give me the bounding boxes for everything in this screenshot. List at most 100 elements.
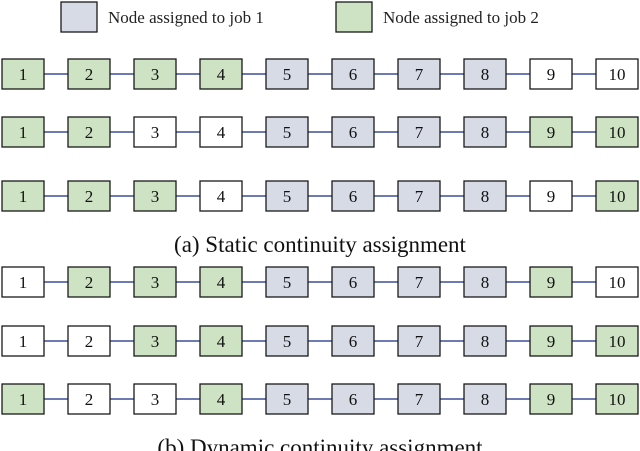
node-label: 4	[217, 123, 226, 142]
node-label: 10	[609, 390, 626, 409]
node-label: 7	[415, 332, 424, 351]
node-label: 1	[19, 65, 28, 84]
node-box	[1, 58, 45, 90]
node-label: 5	[283, 65, 292, 84]
node-box	[133, 58, 177, 90]
node-label: 5	[283, 187, 292, 206]
node-box	[199, 116, 243, 148]
caption-dynamic: (b) Dynamic continuity assignment	[157, 435, 483, 451]
node-box	[199, 266, 243, 298]
legend-label-job2: Node assigned to job 2	[383, 8, 539, 27]
node-label: 10	[609, 187, 626, 206]
node-label: 2	[85, 332, 94, 351]
node-box	[397, 180, 441, 212]
node-box	[595, 383, 639, 415]
node-box	[529, 383, 573, 415]
node-box	[331, 58, 375, 90]
node-label: 3	[151, 273, 160, 292]
node-box	[1, 266, 45, 298]
node-label: 1	[19, 187, 28, 206]
node-label: 10	[609, 332, 626, 351]
node-box	[595, 325, 639, 357]
node-label: 4	[217, 390, 226, 409]
node-box	[67, 266, 111, 298]
node-box	[463, 383, 507, 415]
node-box	[133, 116, 177, 148]
node-label: 3	[151, 332, 160, 351]
node-box	[595, 58, 639, 90]
node-box	[463, 266, 507, 298]
node-label: 5	[283, 332, 292, 351]
node-label: 7	[415, 123, 424, 142]
node-label: 4	[217, 273, 226, 292]
node-label: 8	[481, 65, 490, 84]
node-box	[265, 116, 309, 148]
node-box	[397, 325, 441, 357]
node-box	[331, 266, 375, 298]
node-label: 9	[547, 187, 556, 206]
node-label: 10	[609, 65, 626, 84]
legend-label-job1: Node assigned to job 1	[108, 8, 264, 27]
node-label: 6	[349, 123, 358, 142]
node-box	[463, 325, 507, 357]
node-box	[67, 58, 111, 90]
node-label: 6	[349, 390, 358, 409]
node-label: 9	[547, 332, 556, 351]
node-box	[463, 58, 507, 90]
legend-swatch-job2	[335, 1, 373, 33]
node-box	[397, 266, 441, 298]
node-box	[463, 116, 507, 148]
node-box	[595, 116, 639, 148]
node-box	[265, 383, 309, 415]
node-label: 3	[151, 187, 160, 206]
node-box	[331, 325, 375, 357]
node-label: 8	[481, 187, 490, 206]
node-box	[595, 266, 639, 298]
node-box	[67, 116, 111, 148]
node-label: 8	[481, 273, 490, 292]
node-box	[331, 383, 375, 415]
node-label: 7	[415, 390, 424, 409]
node-label: 2	[85, 123, 94, 142]
node-label: 8	[481, 332, 490, 351]
node-box	[1, 180, 45, 212]
node-label: 4	[217, 332, 226, 351]
node-label: 2	[85, 65, 94, 84]
node-label: 8	[481, 123, 490, 142]
node-label: 9	[547, 65, 556, 84]
node-box	[67, 180, 111, 212]
node-box	[331, 180, 375, 212]
node-box	[67, 325, 111, 357]
caption-static: (a) Static continuity assignment	[174, 232, 467, 257]
node-label: 3	[151, 390, 160, 409]
node-label: 7	[415, 187, 424, 206]
node-box	[397, 116, 441, 148]
node-box	[1, 325, 45, 357]
node-label: 7	[415, 65, 424, 84]
node-box	[265, 58, 309, 90]
node-box	[1, 116, 45, 148]
node-box	[265, 266, 309, 298]
node-label: 9	[547, 273, 556, 292]
node-label: 1	[19, 390, 28, 409]
node-label: 5	[283, 390, 292, 409]
node-box	[529, 180, 573, 212]
node-label: 6	[349, 273, 358, 292]
node-box	[397, 383, 441, 415]
node-box	[529, 116, 573, 148]
node-label: 9	[547, 390, 556, 409]
node-box	[529, 325, 573, 357]
node-label: 4	[217, 187, 226, 206]
node-label: 10	[609, 273, 626, 292]
node-label: 9	[547, 123, 556, 142]
node-box	[199, 180, 243, 212]
node-label: 2	[85, 187, 94, 206]
node-box	[397, 58, 441, 90]
node-box	[529, 58, 573, 90]
legend-swatch-job1	[60, 1, 98, 33]
